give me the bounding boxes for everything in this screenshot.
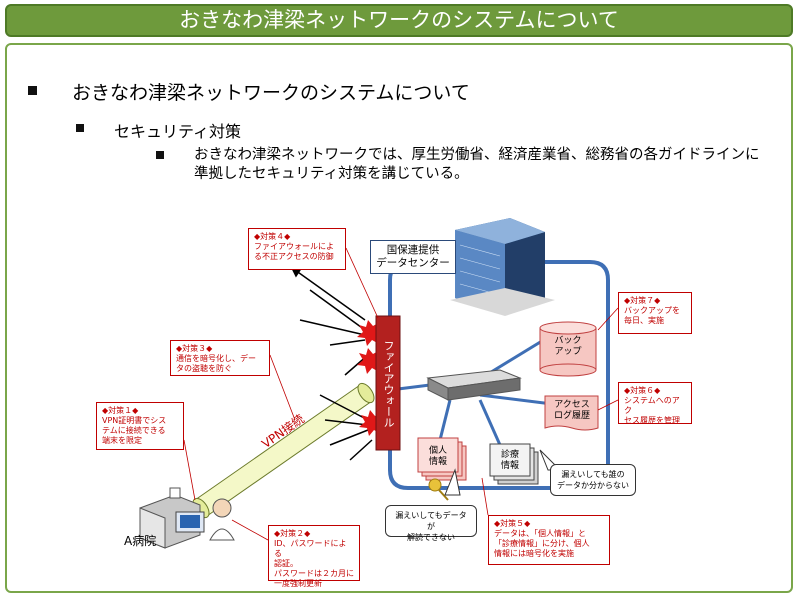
server-icon (426, 369, 522, 401)
measure-box-3: ◆対策３◆ 通信を暗号化し、デー タの盗聴を防ぐ (170, 340, 270, 376)
hospital-label: A病院 (124, 534, 157, 548)
doctor-pc-icon (175, 498, 235, 541)
measure-title: ◆対策１◆ (102, 406, 139, 415)
measure-title: ◆対策２◆ (274, 529, 311, 538)
measure-title: ◆対策３◆ (176, 344, 213, 353)
measure-text: VPN証明書でシス テムに接続できる 端末を限定 (102, 416, 167, 445)
firewall-label: ファイアウォール (382, 340, 395, 428)
key-icon (428, 478, 449, 501)
bullet-square-icon (156, 151, 164, 159)
measure-title: ◆対策５◆ (494, 519, 531, 528)
slide-title: おきなわ津梁ネットワークのシステムについて (5, 4, 793, 37)
personal-info-doc-icon (417, 437, 467, 481)
access-log-icon (544, 395, 599, 431)
measure-box-5: ◆対策５◆ データは、「個人情報」と 「診療情報」に分け、個人 情報には暗号化を… (488, 515, 610, 565)
measure-text: ID、パスワードによる 認証。 パスワードは２カ月に 一度強制更新 (274, 539, 354, 588)
datacenter-label: 国保連提供 データセンター (370, 240, 456, 274)
bullet-square-icon (28, 86, 37, 95)
callout-leak-left: 漏えいしてもデータが 解読できない (385, 505, 477, 542)
measure-title: ◆対策６◆ (624, 386, 661, 395)
vpn-tube-icon (192, 382, 375, 519)
medical-info-label: 診療 情報 (500, 450, 519, 471)
slide-content (5, 43, 793, 593)
measure-box-2: ◆対策２◆ ID、パスワードによる 認証。 パスワードは２カ月に 一度強制更新 (268, 525, 360, 588)
measure-connector (183, 247, 619, 541)
callout-tail (444, 468, 461, 496)
measure-title: ◆対策７◆ (624, 296, 661, 305)
measure-box-4: ◆対策４◆ ファイアウォールによ る不正アクセスの防御 (248, 228, 346, 270)
measure-text: システムへのアク セス履歴を管理 (624, 396, 680, 425)
bullet-level2: セキュリティ対策 (76, 118, 242, 142)
measure-text: 通信を暗号化し、デー タの盗聴を防ぐ (176, 354, 256, 373)
measure-text: ファイアウォールによ る不正アクセスの防御 (254, 242, 334, 261)
bullet-level3-text: おきなわ津梁ネットワークでは、厚生労働省、経済産業省、総務省の各ガイドラインに準… (194, 147, 760, 182)
access-log-label: アクセス ログ履歴 (553, 400, 590, 421)
measure-box-1: ◆対策１◆ VPN証明書でシス テムに接続できる 端末を限定 (96, 402, 184, 450)
measure-box-6: ◆対策６◆ システムへのアク セス履歴を管理 (618, 382, 692, 425)
network-line (438, 399, 452, 441)
measure-title: ◆対策４◆ (254, 232, 291, 241)
bullet-level2-text: セキュリティ対策 (114, 122, 242, 141)
bullet-square-icon (76, 124, 84, 132)
datacenter-building-icon (450, 218, 555, 316)
backup-db-icon (539, 321, 597, 377)
measure-box-7: ◆対策７◆ バックアップを 毎日、実施 (618, 292, 692, 334)
attack-arrows (290, 266, 373, 461)
hospital-icon (139, 487, 201, 549)
measure-text: データは、「個人情報」と 「診療情報」に分け、個人 情報には暗号化を実施 (494, 529, 590, 558)
personal-info-label: 個人 情報 (428, 446, 447, 467)
backup-label: バック アップ (554, 336, 582, 357)
firewall-icon (375, 315, 401, 451)
network-line (478, 399, 502, 446)
bullet-level3: おきなわ津梁ネットワークでは、厚生労働省、経済産業省、総務省の各ガイドラインに準… (156, 146, 764, 184)
medical-info-doc-icon (489, 443, 539, 485)
measure-text: バックアップを 毎日、実施 (624, 306, 680, 325)
bullet-level1-text: おきなわ津梁ネットワークのシステムについて (72, 82, 470, 104)
callout-leak-right: 漏えいしても誰の データか分からない (550, 464, 636, 496)
